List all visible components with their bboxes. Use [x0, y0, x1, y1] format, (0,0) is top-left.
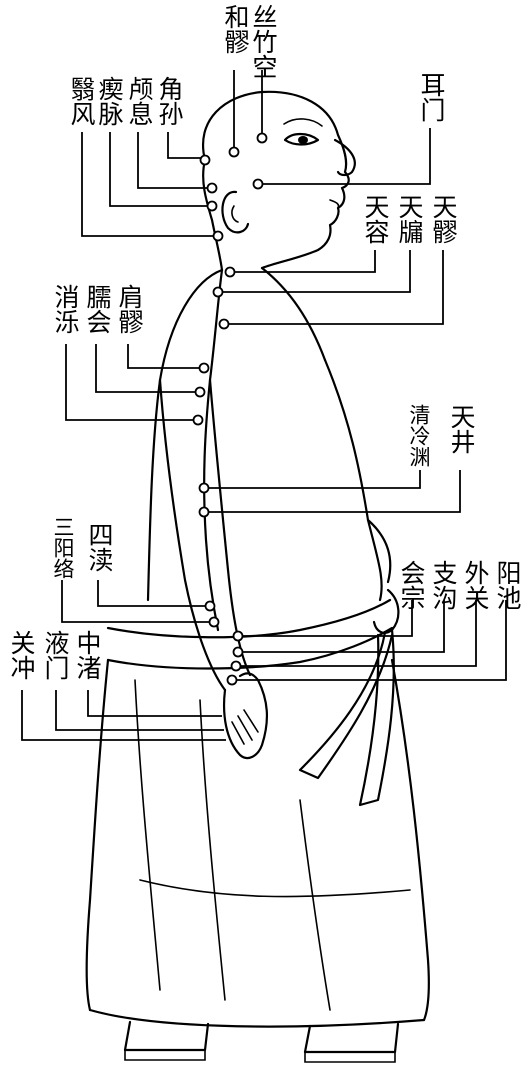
label-ermen: 耳门: [417, 72, 446, 122]
label-tianrong: 天容: [361, 194, 390, 244]
robe-hem: [88, 1008, 426, 1028]
chest-front: [323, 358, 383, 602]
fingers: [231, 709, 259, 745]
eyebrow: [283, 118, 323, 127]
label-qinglengyuan: 清冷渊: [407, 404, 431, 467]
foot-left: [123, 1020, 210, 1052]
eye: [283, 132, 320, 146]
label-chimai: 瘈脉: [95, 76, 124, 126]
ear-inner: [231, 205, 239, 223]
label-zhigou: 支沟: [429, 560, 458, 610]
robe-left: [85, 658, 110, 1012]
label-tianyou: 天牖: [395, 194, 424, 244]
label-zhongzhu: 中渚: [73, 630, 102, 680]
label-waiguan: 外关: [461, 560, 490, 610]
label-xiaoluo: 消泺: [51, 284, 80, 334]
robe-right: [390, 658, 430, 1022]
robe-fold-2: [199, 699, 226, 1001]
acupoint-markers: [192, 132, 268, 686]
label-luxi: 颅息: [125, 76, 154, 126]
label-jianliao: 肩髎: [115, 284, 144, 334]
label-tianjing: 天井: [447, 404, 476, 454]
label-naohui: 臑会: [83, 284, 112, 334]
label-sizhukong: 丝竹空: [249, 4, 278, 79]
ear: [221, 190, 250, 234]
label-heliao: 和髎: [221, 4, 250, 54]
neck-front: [260, 266, 327, 362]
hand: [222, 672, 269, 760]
belly: [366, 518, 392, 584]
label-jiaosun: 角孙: [155, 76, 184, 126]
arm-outer: [158, 378, 227, 692]
head-outline: [202, 90, 350, 270]
label-yifeng: 翳风: [67, 76, 96, 126]
sash-knot: [372, 588, 400, 634]
foot-right-sole: [304, 1051, 396, 1063]
sash-top: [106, 598, 392, 639]
mouth: [329, 199, 340, 209]
label-sanyangluo: 三阳络: [51, 516, 75, 579]
shoulder-back: [146, 268, 224, 602]
robe-fold-1: [134, 679, 161, 991]
foot-right: [303, 1022, 400, 1054]
robe-fold-4: [139, 879, 411, 898]
eye-pupil: [298, 136, 308, 144]
neck-back: [202, 158, 224, 272]
foot-left-sole: [124, 1049, 206, 1061]
label-huizong: 会宗: [397, 560, 426, 610]
sash-tail-2: [358, 628, 395, 807]
label-yangchi: 阳池: [493, 560, 522, 610]
sash-bottom: [106, 626, 394, 670]
label-tianliao: 天髎: [429, 194, 458, 244]
label-sidu: 四渎: [85, 522, 114, 572]
robe-fold-3: [299, 799, 331, 1011]
leader-lines: [21, 70, 507, 741]
back-line: [203, 268, 224, 632]
arm-inner: [208, 378, 252, 677]
label-guanchong: 关冲: [7, 630, 36, 680]
face-nose: [333, 138, 356, 177]
label-yemen: 液门: [41, 630, 70, 680]
sash-tail-1: [298, 630, 394, 780]
